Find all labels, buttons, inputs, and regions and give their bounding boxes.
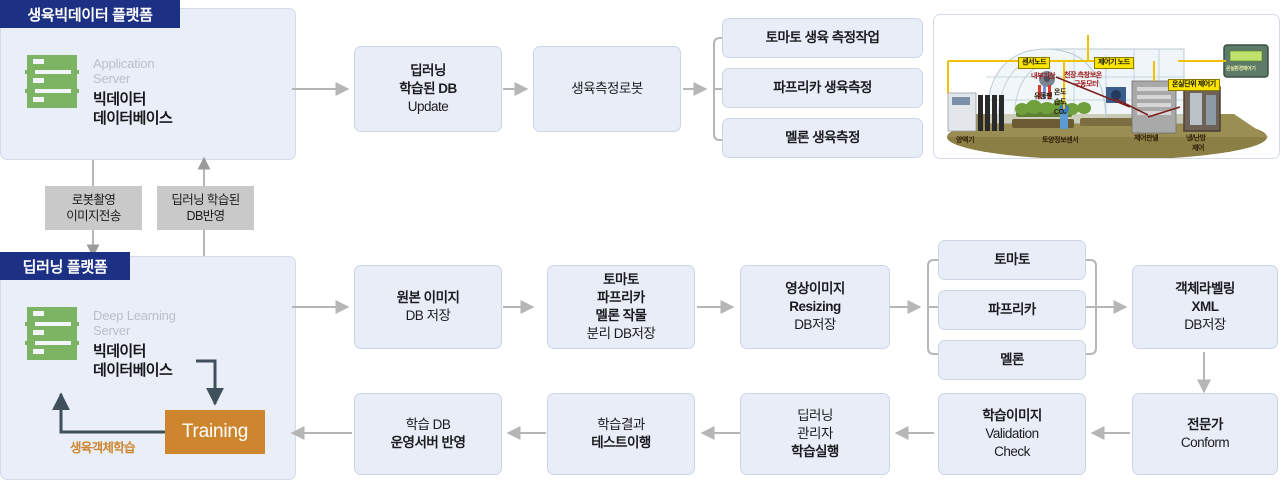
gh-label-hvac-control: 냉/난방 (1186, 135, 1206, 142)
server-subtitle: Application Server (93, 56, 155, 86)
gh-label-temperature: 온도 (1054, 89, 1067, 96)
gh-label-soil-sensor: 토양정보센서 (1042, 137, 1079, 144)
gh-label-controller-node: 제어기 노드 (1094, 57, 1134, 69)
node-image-resizing-db[interactable]: 영상이미지 Resizing DB저장 (740, 265, 890, 349)
node-line: 토마토 (603, 272, 639, 287)
node-line: 토마토 (994, 252, 1030, 267)
node-branch-tomato[interactable]: 토마토 (938, 240, 1086, 280)
node-line: 학습 DB (405, 417, 451, 432)
gh-label-humidity: 습도 (1054, 99, 1067, 106)
node-training-db-deploy[interactable]: 학습 DB 운영서버 반영 (354, 393, 502, 475)
gh-label-circulation-fan: 유동팬 (1034, 93, 1053, 100)
node-line: DB 저장 (405, 308, 451, 323)
node-line: 딥러닝 (410, 63, 446, 78)
node-line: 전문가 (1187, 417, 1223, 432)
node-branch-melon[interactable]: 멜론 (938, 340, 1086, 380)
node-line: 학습실행 (791, 444, 839, 459)
node-line: Check (994, 444, 1030, 459)
node-branch-paprika[interactable]: 파프리카 (938, 290, 1086, 330)
server-title: 빅데이터 데이터베이스 (93, 91, 173, 127)
server-rack-icon (25, 307, 79, 360)
badge-deeplearning-platform: 딥러닝 플랫폼 (0, 252, 130, 280)
node-growth-measure-robot[interactable]: 생육측정로봇 (533, 46, 681, 132)
gh-label-roof-sidewindow: 천장.측창보온 (1064, 72, 1102, 79)
node-line: 운영서버 반영 (390, 435, 466, 450)
greenhouse-panel: 센서노드 제어기 노드 온실단위 제어기 온실환경제어기 내부기상 천장.측창보… (933, 14, 1280, 159)
gh-label-env-controller-device: 온실환경제어기 (1226, 66, 1256, 72)
server-deeplearning: Deep Learning Server 빅데이터 데이터베이스 (25, 306, 176, 380)
node-melon-growth-measure[interactable]: 멜론 생육측정 (722, 118, 923, 158)
node-line: DB저장 (794, 317, 836, 332)
node-line: 영상이미지 (785, 281, 845, 296)
badge-bigdata-platform: 생육빅데이터 플랫폼 (0, 0, 180, 28)
node-line: 멜론 작물 (595, 308, 647, 323)
node-line: 객체라벨링 (1175, 281, 1235, 296)
node-line: 생육측정로봇 (571, 81, 643, 96)
node-line: 관리자 (797, 426, 833, 441)
node-line: 학습이미지 (982, 408, 1042, 423)
training-caption: 생육객체학습 (70, 441, 136, 455)
node-original-image-db[interactable]: 원본 이미지 DB 저장 (354, 265, 502, 349)
node-line: 딥러닝 (797, 408, 833, 423)
node-line: Resizing (789, 299, 841, 314)
gh-label-internal-weather: 내부기상 (1031, 73, 1056, 80)
node-expert-conform[interactable]: 전문가 Conform (1132, 393, 1278, 475)
node-line: Update (407, 99, 449, 114)
node-line: XML (1191, 299, 1219, 314)
server-title: 빅데이터 데이터베이스 (93, 343, 173, 379)
node-line: 토마토 생육 측정작업 (765, 30, 880, 45)
node-line: 멜론 생육측정 (785, 130, 860, 145)
transfer-label-robot-image: 로봇촬영 이미지전송 (45, 186, 142, 230)
server-bigdata: Application Server 빅데이터 데이터베이스 (25, 54, 173, 128)
node-validation-check[interactable]: 학습이미지 Validation Check (938, 393, 1086, 475)
gh-label-co2: CO₂ (1054, 109, 1067, 116)
training-box[interactable]: Training (165, 410, 265, 454)
gh-label-drive-motor: 구동모터 (1074, 81, 1099, 88)
server-subtitle: Deep Learning Server (93, 308, 176, 338)
node-line: 멜론 (1000, 352, 1024, 367)
node-paprika-growth-measure[interactable]: 파프리카 생육측정 (722, 68, 923, 108)
node-admin-training-run[interactable]: 딥러닝 관리자 학습실행 (740, 393, 890, 475)
transfer-label-db-apply: 딥러닝 학습된 DB반영 (157, 186, 254, 230)
node-line: 파프리카 (597, 290, 645, 305)
node-line: 원본 이미지 (396, 290, 460, 305)
node-deeplearning-db-update[interactable]: 딥러닝 학습된 DB Update (354, 46, 502, 132)
node-test-execution[interactable]: 학습결과 테스트이행 (547, 393, 695, 475)
gh-label-sensor-node: 센서노드 (1018, 57, 1051, 69)
node-line: 파프리카 생육측정 (773, 80, 872, 95)
node-crop-separation-db[interactable]: 토마토 파프리카 멜론 작물 분리 DB저장 (547, 265, 695, 349)
node-line: Conform (1180, 435, 1230, 450)
node-line: 파프리카 (988, 302, 1036, 317)
node-line: DB저장 (1184, 317, 1226, 332)
node-line: 학습결과 (597, 417, 645, 432)
gh-label-greenhouse-controller: 온실단위 제어기 (1168, 79, 1220, 91)
gh-label-hvac-control-2: 제어 (1192, 145, 1205, 152)
node-line: Validation (985, 426, 1039, 441)
node-line: 학습된 DB (399, 81, 457, 96)
node-object-labeling-xml[interactable]: 객체라벨링 XML DB저장 (1132, 265, 1278, 349)
server-rack-icon (25, 55, 79, 108)
gh-label-control-panel: 제어판넬 (1134, 135, 1159, 142)
node-tomato-growth-task[interactable]: 토마토 생육 측정작업 (722, 18, 923, 58)
node-line: 테스트이행 (591, 435, 651, 450)
gh-label-nutrient-supply: 양액기 (956, 137, 975, 144)
greenhouse-illustration (934, 15, 1279, 158)
node-line: 분리 DB저장 (586, 326, 656, 341)
